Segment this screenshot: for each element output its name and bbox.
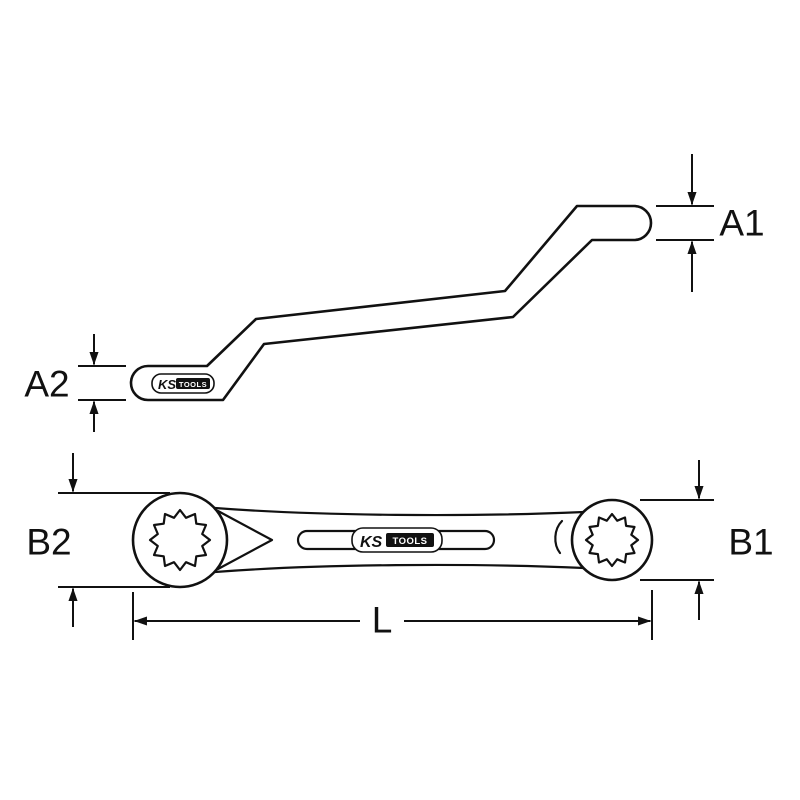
dimension-label-length: L [372,600,393,641]
ring-outer-right [570,498,654,582]
logo-tools-text: TOOLS [179,380,207,389]
dimension-b1: B1 [640,460,774,620]
dimension-a2: A2 [24,334,126,432]
dimension-label-b1: B1 [728,522,773,563]
dimension-b2: B2 [26,453,170,627]
dimension-a1: A1 [656,154,765,292]
wrench-side-profile [129,204,653,402]
ks-tools-logo-top: KS TOOLS [351,527,443,553]
dimension-length: L [132,590,653,641]
logo-tools-text: TOOLS [392,536,427,547]
side-view-wrench: KS TOOLS [129,204,653,402]
top-view-wrench: KS TOOLS [131,491,654,589]
ks-tools-logo-side: KS TOOLS [151,373,215,394]
dimension-label-a2: A2 [24,364,69,405]
shaft-top-edge [213,506,586,517]
right-neck-arc [554,519,564,555]
shaft-bottom-edge [213,563,586,574]
dimension-label-a1: A1 [719,203,764,244]
twelve-point-socket-right [584,512,640,568]
dimension-label-b2: B2 [26,522,71,563]
ring-outer-left [131,491,229,589]
left-neck-taper [216,509,274,571]
logo-tools-box [176,378,210,389]
twelve-point-socket-left [148,508,212,572]
logo-ks-text: KS [158,377,176,392]
logo-tools-box [386,533,434,547]
logo-ks-text: KS [360,534,383,551]
